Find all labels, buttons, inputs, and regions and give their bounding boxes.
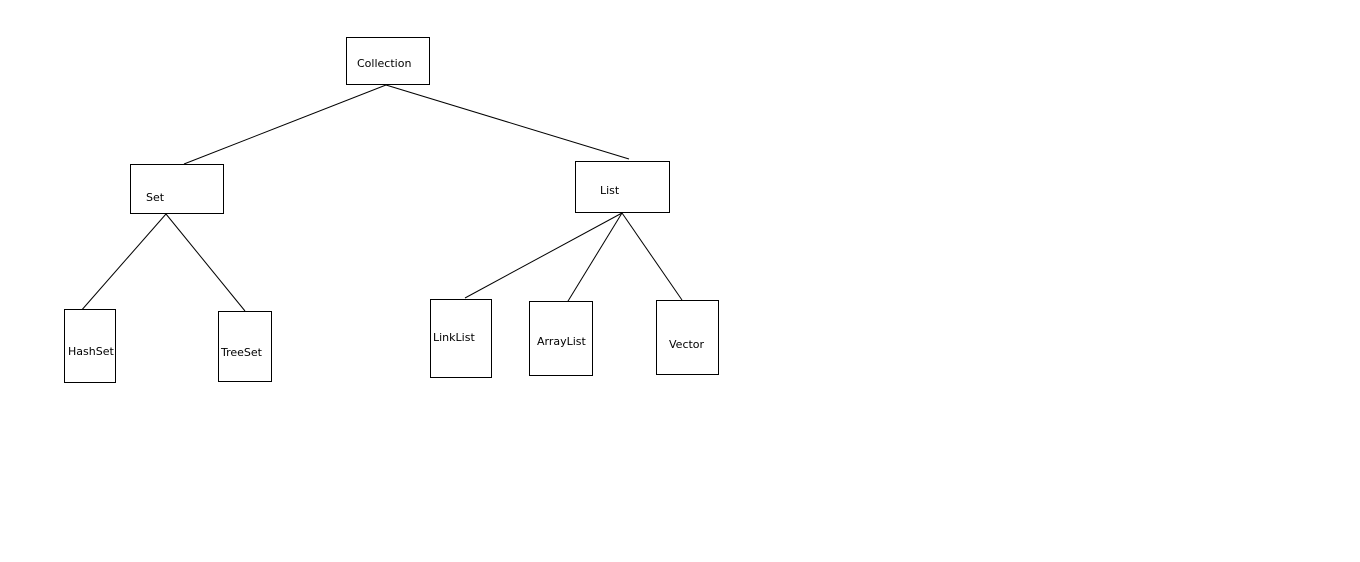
node-set-label: Set bbox=[146, 191, 165, 204]
node-arraylist-label: ArrayList bbox=[537, 335, 586, 348]
edge-set-hashset bbox=[79, 213, 167, 313]
edge-collection-set bbox=[183, 84, 387, 165]
node-list bbox=[575, 161, 670, 213]
node-collection-label: Collection bbox=[357, 57, 412, 70]
node-vector bbox=[656, 300, 719, 375]
node-hashset-label: HashSet bbox=[68, 345, 114, 358]
edge-list-linklist bbox=[464, 212, 623, 299]
node-list-label: List bbox=[600, 184, 620, 197]
node-vector-label: Vector bbox=[669, 338, 705, 351]
node-linklist-label: LinkList bbox=[433, 331, 475, 344]
edge-list-arraylist bbox=[564, 212, 623, 307]
edge-collection-list bbox=[385, 84, 630, 160]
node-treeset bbox=[218, 311, 272, 382]
edge-set-treeset bbox=[165, 213, 246, 312]
node-treeset-label: TreeSet bbox=[221, 346, 262, 359]
node-hashset bbox=[64, 309, 116, 383]
node-linklist bbox=[430, 299, 492, 378]
node-collection bbox=[346, 37, 430, 85]
node-set bbox=[130, 164, 224, 214]
node-arraylist bbox=[529, 301, 593, 376]
edge-list-vector bbox=[621, 212, 683, 301]
